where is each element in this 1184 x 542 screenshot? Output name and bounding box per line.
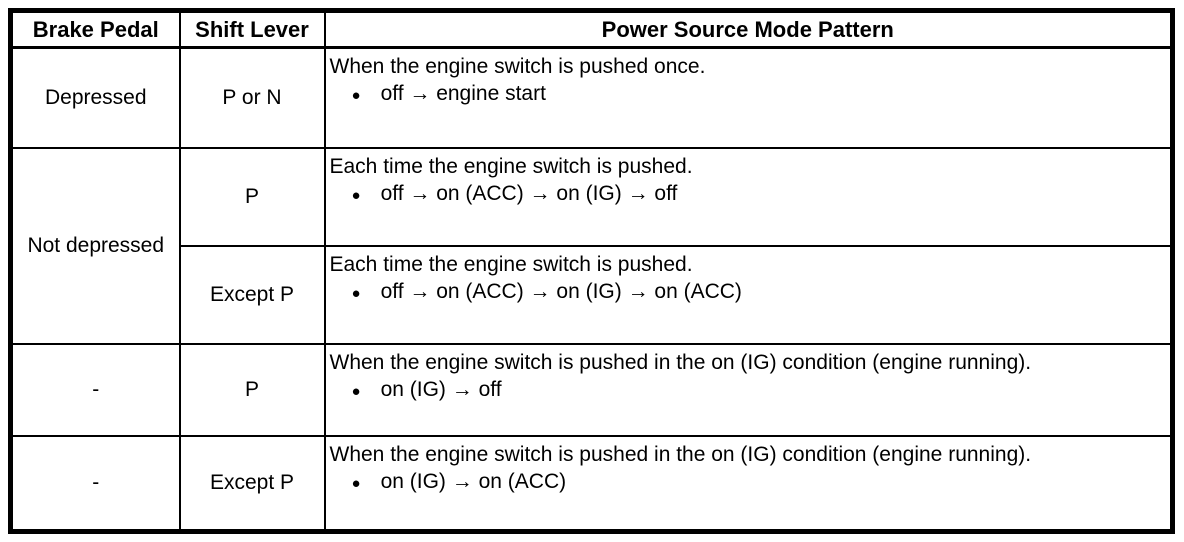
pattern-bullet-line: ● on (IG) → on (ACC) (330, 468, 1167, 497)
shift-lever-cell: Except P (178, 244, 326, 345)
table-row: Not depressed P Each time the engine swi… (9, 146, 1174, 345)
bullet-icon: ● (351, 474, 361, 492)
shift-lever-cell: Except P (178, 434, 326, 533)
pattern-description: When the engine switch is pushed once. (329, 55, 706, 78)
pattern-cell: When the engine switch is pushed once. ●… (323, 46, 1174, 149)
pattern-cell: When the engine switch is pushed in the … (323, 434, 1174, 533)
bullet-icon: ● (351, 284, 361, 302)
header-shift-lever: Shift Lever (178, 9, 326, 49)
header-row: Brake Pedal Shift Lever Power Source Mod… (9, 9, 1174, 49)
pattern-description: Each time the engine switch is pushed. (329, 154, 693, 178)
pattern-sequence: off → on (ACC) → on (IG) → off (380, 181, 678, 205)
header-brake-pedal: Brake Pedal (9, 9, 181, 49)
pattern-description: Each time the engine switch is pushed. (329, 252, 693, 276)
brake-pedal-cell: - (9, 342, 181, 437)
brake-pedal-cell: Not depressed (9, 146, 181, 345)
shift-lever-cell: P (178, 146, 326, 247)
pattern-sequence: on (IG) → on (ACC) (380, 469, 567, 493)
pattern-sequence: off → engine start (380, 82, 546, 105)
pattern-bullet-line: ● off → on (ACC) → on (IG) → off (330, 180, 1167, 209)
pattern-cell: Each time the engine switch is pushed. ●… (323, 244, 1174, 345)
table-row: - P When the engine switch is pushed in … (9, 342, 1174, 437)
table-row: - Except P When the engine switch is pus… (9, 434, 1174, 533)
pattern-cell: When the engine switch is pushed in the … (323, 342, 1174, 437)
bullet-icon: ● (351, 382, 361, 400)
pattern-description: When the engine switch is pushed in the … (329, 350, 1032, 374)
pattern-bullet-line: ● off → on (ACC) → on (IG) → on (ACC) (330, 278, 1167, 307)
brake-pedal-cell: - (9, 434, 181, 533)
pattern-sequence: off → on (ACC) → on (IG) → on (ACC) (380, 279, 742, 303)
bullet-icon: ● (351, 186, 361, 204)
shift-lever-cell: P or N (178, 46, 326, 149)
pattern-bullet-line: ● off → engine start (330, 80, 1167, 109)
pattern-bullet-line: ● on (IG) → off (330, 376, 1167, 405)
table-row: Depressed P or N When the engine switch … (9, 46, 1174, 149)
power-source-mode-table: Brake Pedal Shift Lever Power Source Mod… (8, 8, 1175, 534)
pattern-description: When the engine switch is pushed in the … (329, 442, 1032, 466)
table-row: Except P Each time the engine switch is … (10, 244, 1174, 345)
bullet-icon: ● (351, 87, 361, 104)
pattern-sequence: on (IG) → off (380, 377, 502, 401)
header-power-source-mode-pattern: Power Source Mode Pattern (323, 9, 1174, 49)
shift-lever-cell: P (178, 342, 326, 437)
pattern-cell: Each time the engine switch is pushed. ●… (323, 146, 1174, 247)
brake-pedal-cell: Depressed (9, 46, 181, 149)
